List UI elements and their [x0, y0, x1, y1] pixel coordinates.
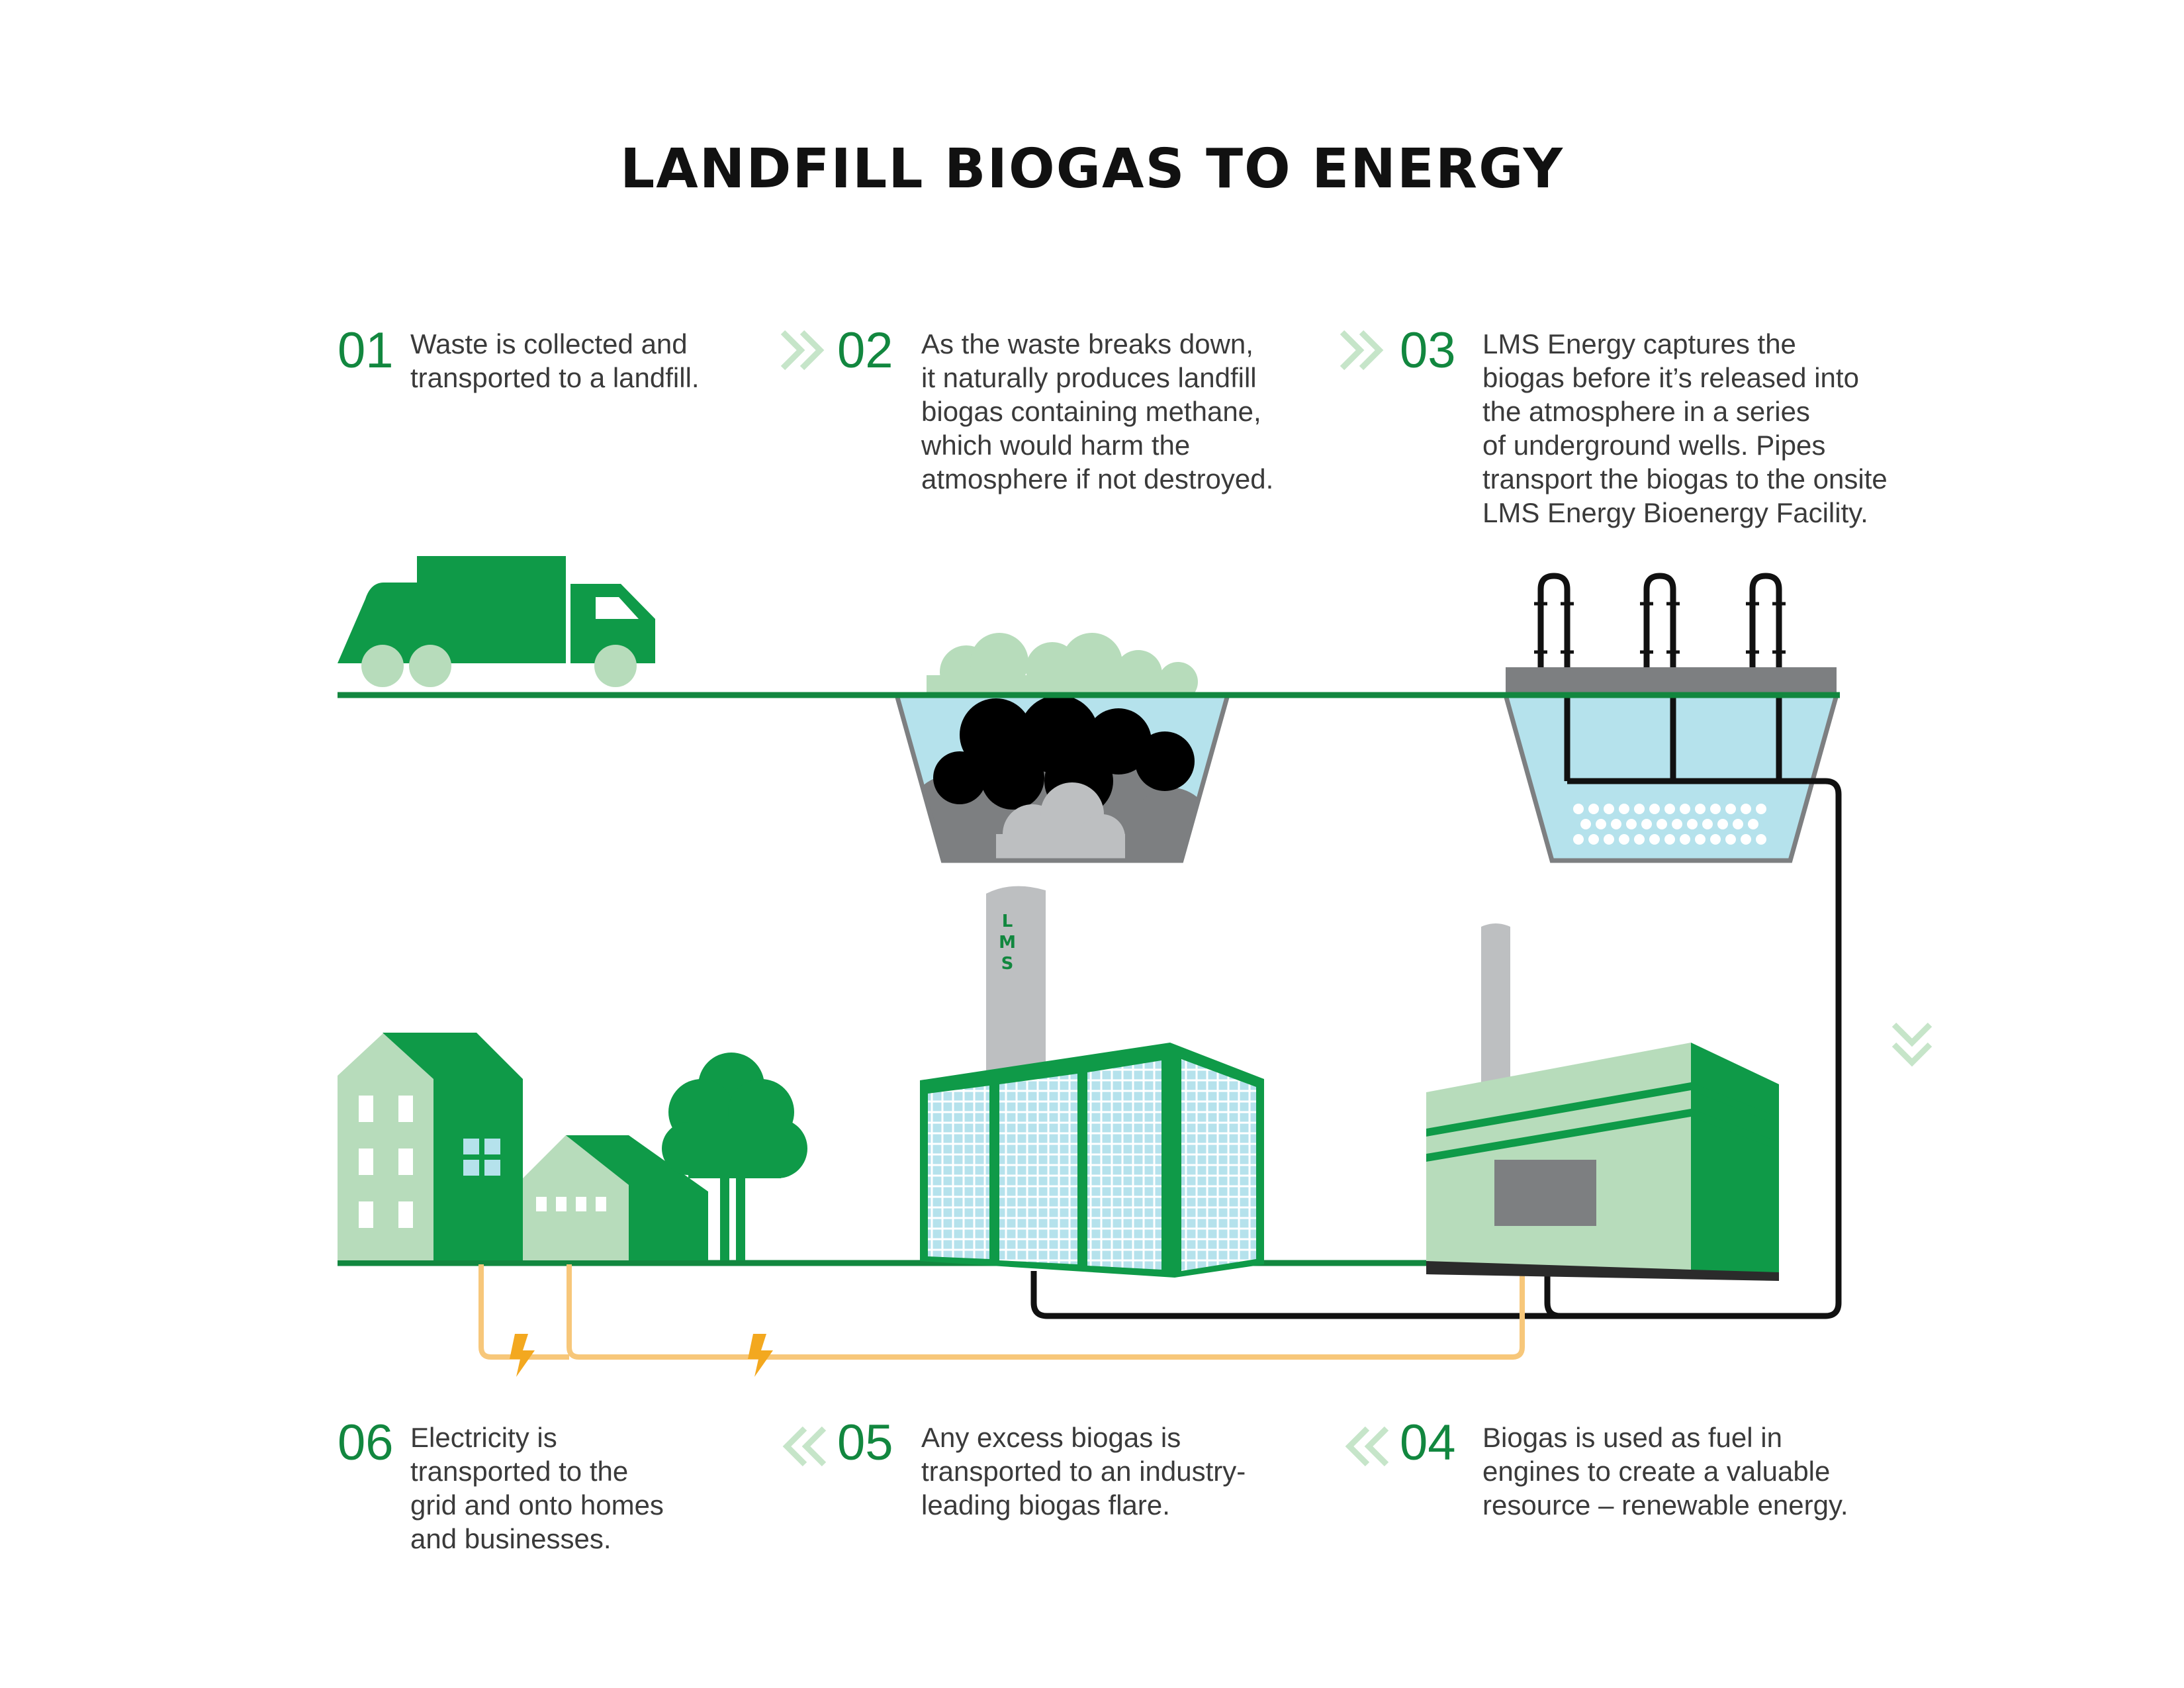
- step-03-text: LMS Energy captures the biogas before it…: [1482, 328, 1888, 528]
- chevron-icon: [780, 330, 1933, 1467]
- step-06-text: Electricity is transported to the grid a…: [410, 1422, 664, 1554]
- houses-icon: [338, 1033, 708, 1260]
- step-04-number: 04: [1400, 1415, 1456, 1471]
- landfill-pit-icon: [893, 633, 1231, 863]
- step-03-number: 03: [1400, 322, 1456, 379]
- step-04-text: Biogas is used as fuel in engines to cre…: [1482, 1422, 1848, 1521]
- tree-icon: [662, 1053, 807, 1260]
- step-02-text: As the waste breaks down, it naturally p…: [921, 328, 1274, 494]
- garbage-truck-icon: [338, 556, 655, 687]
- flare-label-l: L: [1002, 912, 1013, 931]
- power-line: [478, 1263, 1525, 1360]
- lightning-icon: [510, 1334, 773, 1377]
- bioenergy-facility-icon: [1426, 923, 1779, 1281]
- step-02-number: 02: [837, 322, 893, 379]
- step-05-number: 05: [837, 1415, 893, 1471]
- biogas-flare-icon: [986, 886, 1046, 1072]
- step-06-number: 06: [338, 1415, 394, 1471]
- flare-label-s: S: [1001, 954, 1014, 974]
- gas-wells-icon: [1030, 573, 1842, 1319]
- step-05-text: Any excess biogas is transported to an i…: [921, 1422, 1246, 1521]
- page-title: LANDFILL BIOGAS TO ENERGY: [620, 138, 1564, 201]
- flare-label-m: M: [999, 933, 1016, 953]
- step-01-number: 01: [338, 322, 394, 379]
- factory-icon: [920, 1043, 1264, 1278]
- step-01-text: Waste is collected and transported to a …: [410, 328, 700, 393]
